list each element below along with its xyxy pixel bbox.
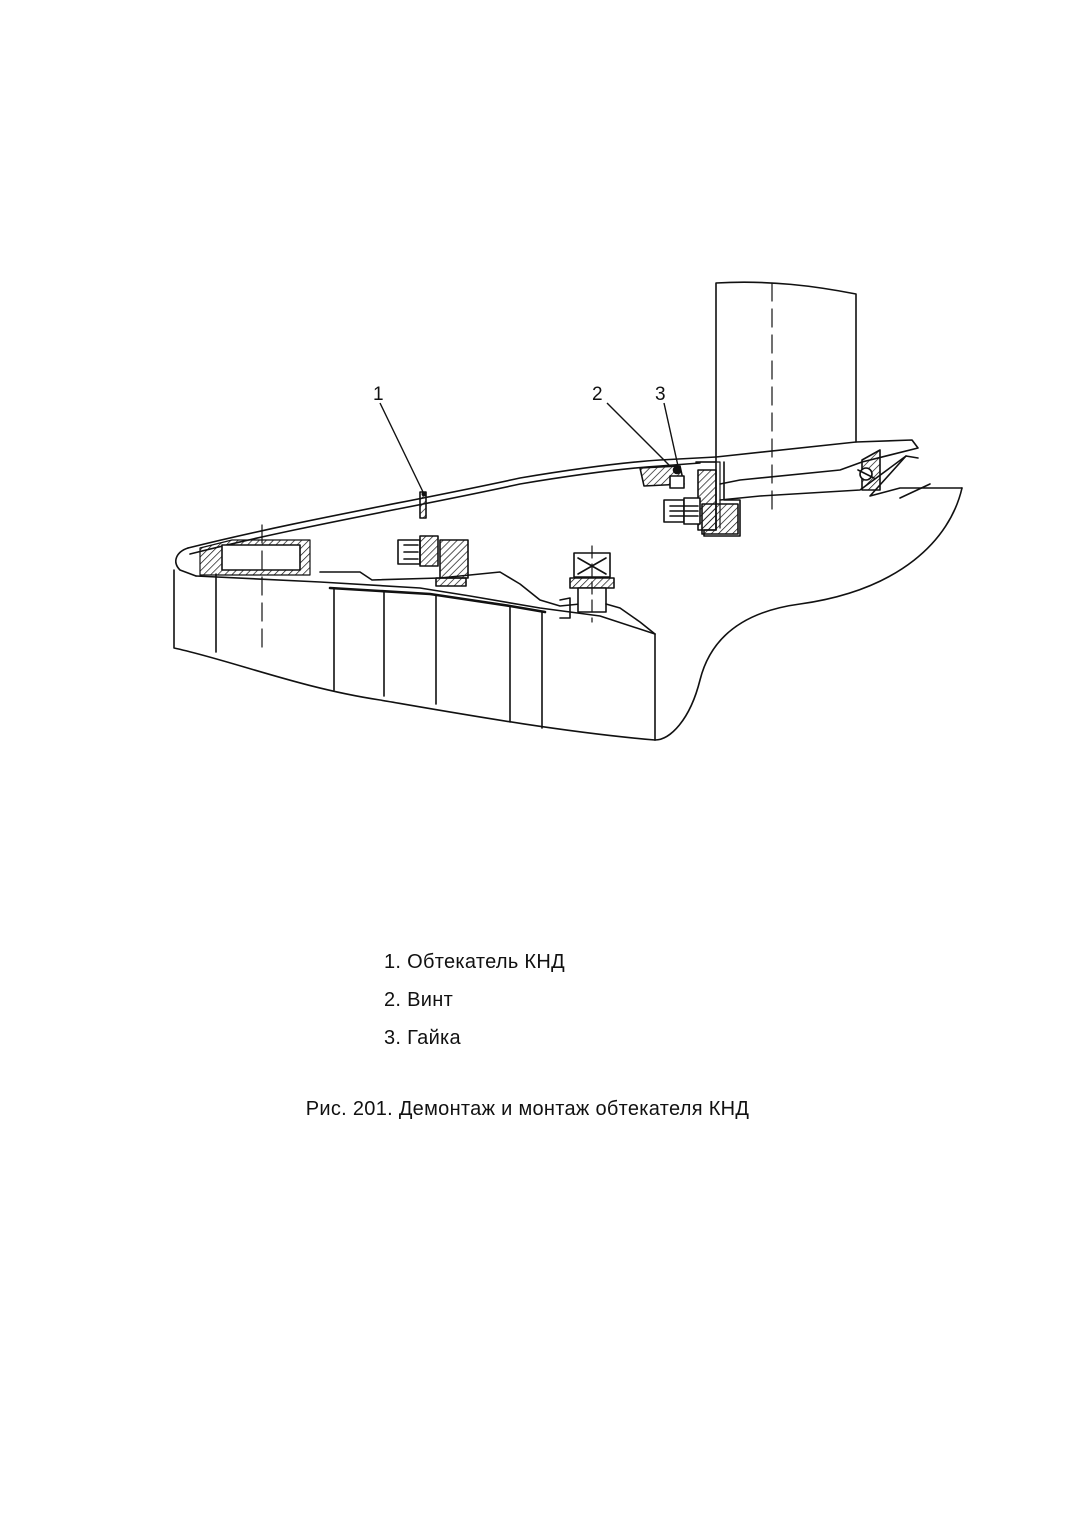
legend-item-screw: 2. Винт (384, 989, 454, 1011)
leader-line-2 (606, 402, 671, 467)
bolt-left (397, 535, 439, 567)
leader-line-3 (663, 402, 679, 467)
nose-contour (173, 524, 656, 741)
legend: 1. Обтекатель КНД 2. Винт 3. Гайка (384, 943, 565, 1057)
callout-1: 1 (373, 384, 384, 405)
leader-line-1 (379, 402, 425, 495)
legend-item-nut: 3. Гайка (384, 1027, 461, 1049)
inner-ring (195, 539, 656, 741)
callout-2: 2 (592, 384, 603, 405)
callout-3: 3 (655, 384, 666, 405)
bolt-center (559, 545, 656, 635)
fastening-joint (639, 461, 741, 537)
shroud (654, 439, 963, 741)
figure-caption-text: Рис. 201. Демонтаж и монтаж обтекателя К… (305, 1098, 750, 1120)
figure-caption: Рис. 201. Демонтаж и монтаж обтекателя К… (0, 1098, 1083, 1121)
cowling-assembly-drawing: 1 2 3 (173, 281, 963, 741)
legend-item-cowling: 1. Обтекатель КНД (384, 951, 565, 973)
